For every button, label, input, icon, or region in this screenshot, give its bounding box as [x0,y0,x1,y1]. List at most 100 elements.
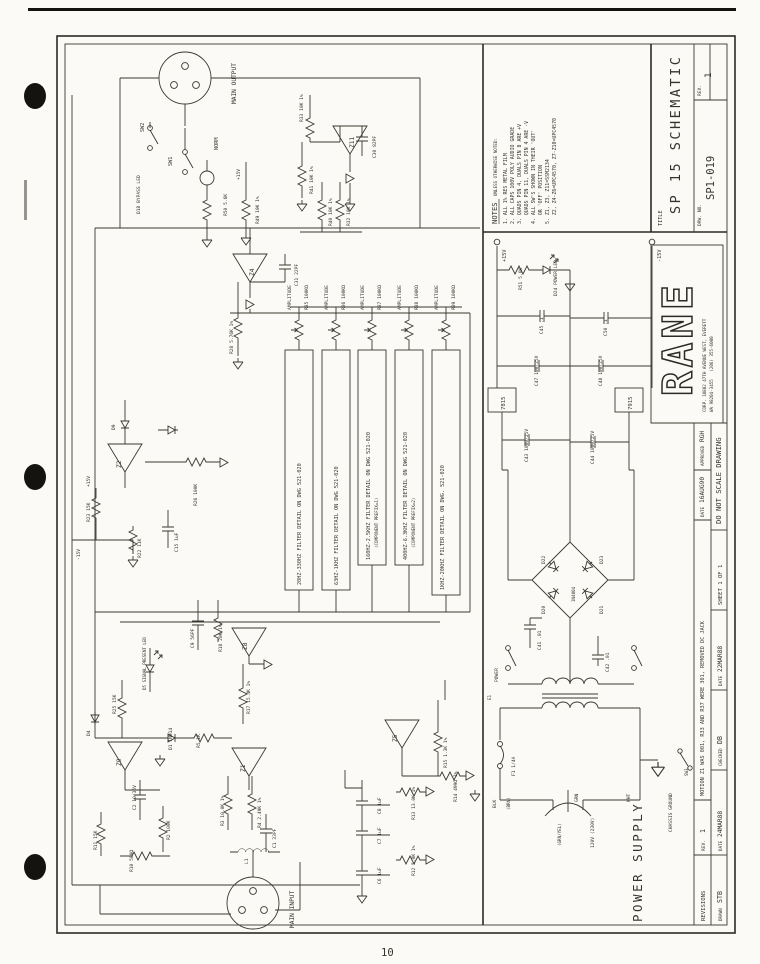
scan-artifacts [24,8,736,880]
title-label: TITLE [658,210,664,226]
date-label: DATE [718,675,723,686]
notes-heading: NOTES [490,202,499,224]
page-number: 10 [381,947,394,959]
component-label: +15V [236,169,242,180]
component-label: D22 [541,555,547,564]
component-label: D18 BYPASS LED [136,175,142,214]
rail-label: +15V [502,250,508,263]
component-label: AMPLITUDE [434,285,440,310]
chassis-ground-label: CHASSIS GROUND [668,793,674,832]
hole-punch-mark [24,464,46,490]
hole-punch-mark [24,854,46,880]
rev-date: 16AUG90 [699,477,706,503]
notes-qualifier: UNLESS OTHERWISE NOTED: [493,138,498,196]
checked-label: CHECKED [718,748,723,766]
power-switch-label: POWER [494,668,500,682]
component-label: SW2 [140,123,146,132]
logo-block: RANE CORP. 10802 47TH AVENUE WEST, EVERE… [653,281,714,413]
power-supply-symbols [487,238,693,817]
component-label: R38 100KΩ [414,285,420,310]
ac-voltage-label: 120V (230V) [590,818,596,848]
component-label: D1 1N914 [168,728,174,750]
component-label: C42 .01 [605,652,611,672]
sheet-label: SHEET 1 OF 1 [718,565,724,605]
component-label: SW3 [684,768,689,776]
fuse [499,745,504,765]
opamp [232,253,268,283]
drawn-by: STB [716,891,724,903]
component-label: SW1 [168,157,174,166]
component-label: R49 10K 1% [255,196,261,224]
filter-blocks: 20HZ-330HZ FILTER DETAIL ON DWG 521-020 … [284,349,461,596]
filter-block [357,349,387,566]
component-label: C1 33PF [272,828,278,848]
note-line: 2. ALL CAPS 100V POLY AUDIO GRADE [510,127,516,224]
filter-label: 400HZ-6.3KHZ FILTER DETAIL ON DWG 521-02… [403,432,409,560]
bridge-rectifier [531,541,609,619]
logo-address-2: WA 98204-3455 (206) 355-6000 [709,336,714,412]
filter-block [394,349,424,566]
drawn-label: DRAWN [718,908,723,921]
component-label: C43 1000/25V [524,429,530,462]
wire-color-label: BLK [492,799,498,808]
logo-address-1: CORP. 10802 47TH AVENUE WEST, EVERETT [702,318,707,412]
schematic-labels: MAIN OUTPUT SW2 NORM SW1 D18 BYPASS LED … [76,63,459,928]
component-label: R22 11K [137,538,143,558]
note-line: OR 'OFF' POSITION [538,165,544,224]
component-label: D20 [541,605,547,614]
regulator-label: 7815 [501,397,507,410]
date-label: DATE [718,840,723,851]
component-label: R4 2.49K 1% [257,797,263,828]
component-label: R35 100KΩ [304,285,310,310]
component-label: C8 1uF [377,797,383,814]
component-label: C47 100/25V [534,355,540,386]
component-label: AMPLITUDE [324,285,330,310]
opamp [231,627,267,657]
xlr-output-connector [158,51,212,105]
filter-label: 63HZ-1KHZ FILTER DETAIL ON DWG 521-020 [334,466,340,585]
schematic-wiring [71,77,480,915]
notes-block: NOTES UNLESS OTHERWISE NOTED: 1. ALL 1% … [490,118,558,224]
note-line: 3. QUADS PIN 4, DUALS PIN 8 ARE +V [517,124,523,224]
note-line: QUADS PIN 11, DUALS PIN 4 ARE -V [524,121,530,224]
title-block: TITLE SP 15 SCHEMATIC DRW. NO. SP1-019 R… [658,55,717,226]
approved-label: APPROVED [700,445,705,466]
rev-cell-value: 1 [699,829,707,833]
component-label: R39 100KΩ [451,285,457,310]
rev-value: 1 [704,73,714,78]
brand-logo: RANE [654,281,702,396]
opamp [107,443,143,473]
hole-punch-mark [24,83,46,109]
component-label: Z5 [392,734,399,742]
component-label: C44 1000/25V [590,431,596,464]
revisions-label: REVISIONS [701,891,707,921]
dwg-no-label: DRW. NO. [697,204,703,226]
component-label: NORM [214,138,220,151]
main-output-label: MAIN OUTPUT [231,63,238,104]
component-label: C6 1uF [377,867,383,884]
opamp [384,719,420,749]
component-label: R3 10.0K 1% [220,795,226,826]
component-label: R33 10K 1% [299,94,305,122]
component-label: R17 15.4K 1% [246,681,252,714]
note-line: 1. ALL 1% RES METAL FILM [503,153,509,224]
component-label: R28 5.76K 1% [229,321,235,354]
voltage-regulator [614,387,644,413]
component-label: R40 10K 1% [328,198,334,226]
component-label: C9 56PF [190,628,196,648]
component-label: AMPLITUDE [287,285,293,310]
component-label: D9 [111,424,117,430]
component-label: R12 5.0K 1% [411,845,417,876]
component-label: D24 POWER LED [553,260,559,296]
component-label: 1N4004 [571,586,576,602]
component-label: Z2 [116,460,123,468]
component-label: R18 20K 1% [218,624,224,652]
ac-plug [544,802,592,817]
component-label: AMPLITUDE [360,285,366,310]
component-label: R36 100KΩ [341,285,347,310]
regulator-label: 7915 [628,397,634,410]
rail-label: -15V [657,250,663,263]
component-label: Z8 [242,642,249,650]
rev-cell-label: REV. [701,840,707,851]
